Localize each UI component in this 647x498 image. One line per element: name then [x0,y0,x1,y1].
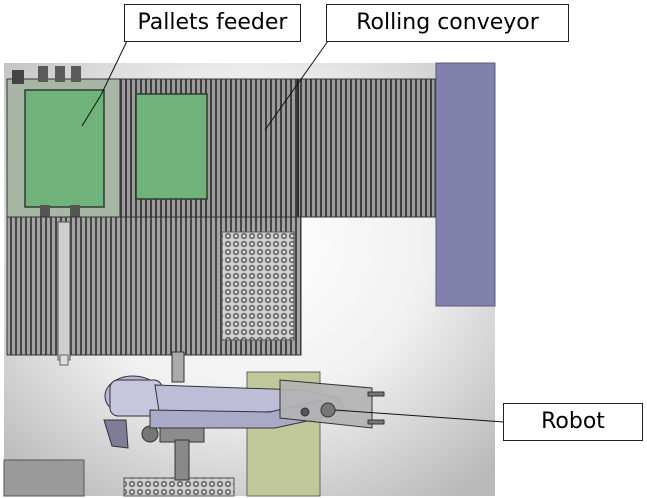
product-grid [221,231,295,341]
bottom-product-row [123,477,235,497]
pallet-in-feeder [24,89,105,208]
robot-label: Robot [503,403,643,441]
pallets-feeder-label: Pallets feeder [124,4,301,42]
feeder-leader-line [81,94,102,127]
conveyor-leader-line [264,40,329,131]
machine-block [435,62,496,307]
robot-leader-line [334,409,505,423]
pallet-on-conveyor [135,93,208,200]
robot [103,351,385,481]
feeder-leader-line [100,40,128,96]
rolling-conveyor-label: Rolling conveyor [326,4,569,42]
